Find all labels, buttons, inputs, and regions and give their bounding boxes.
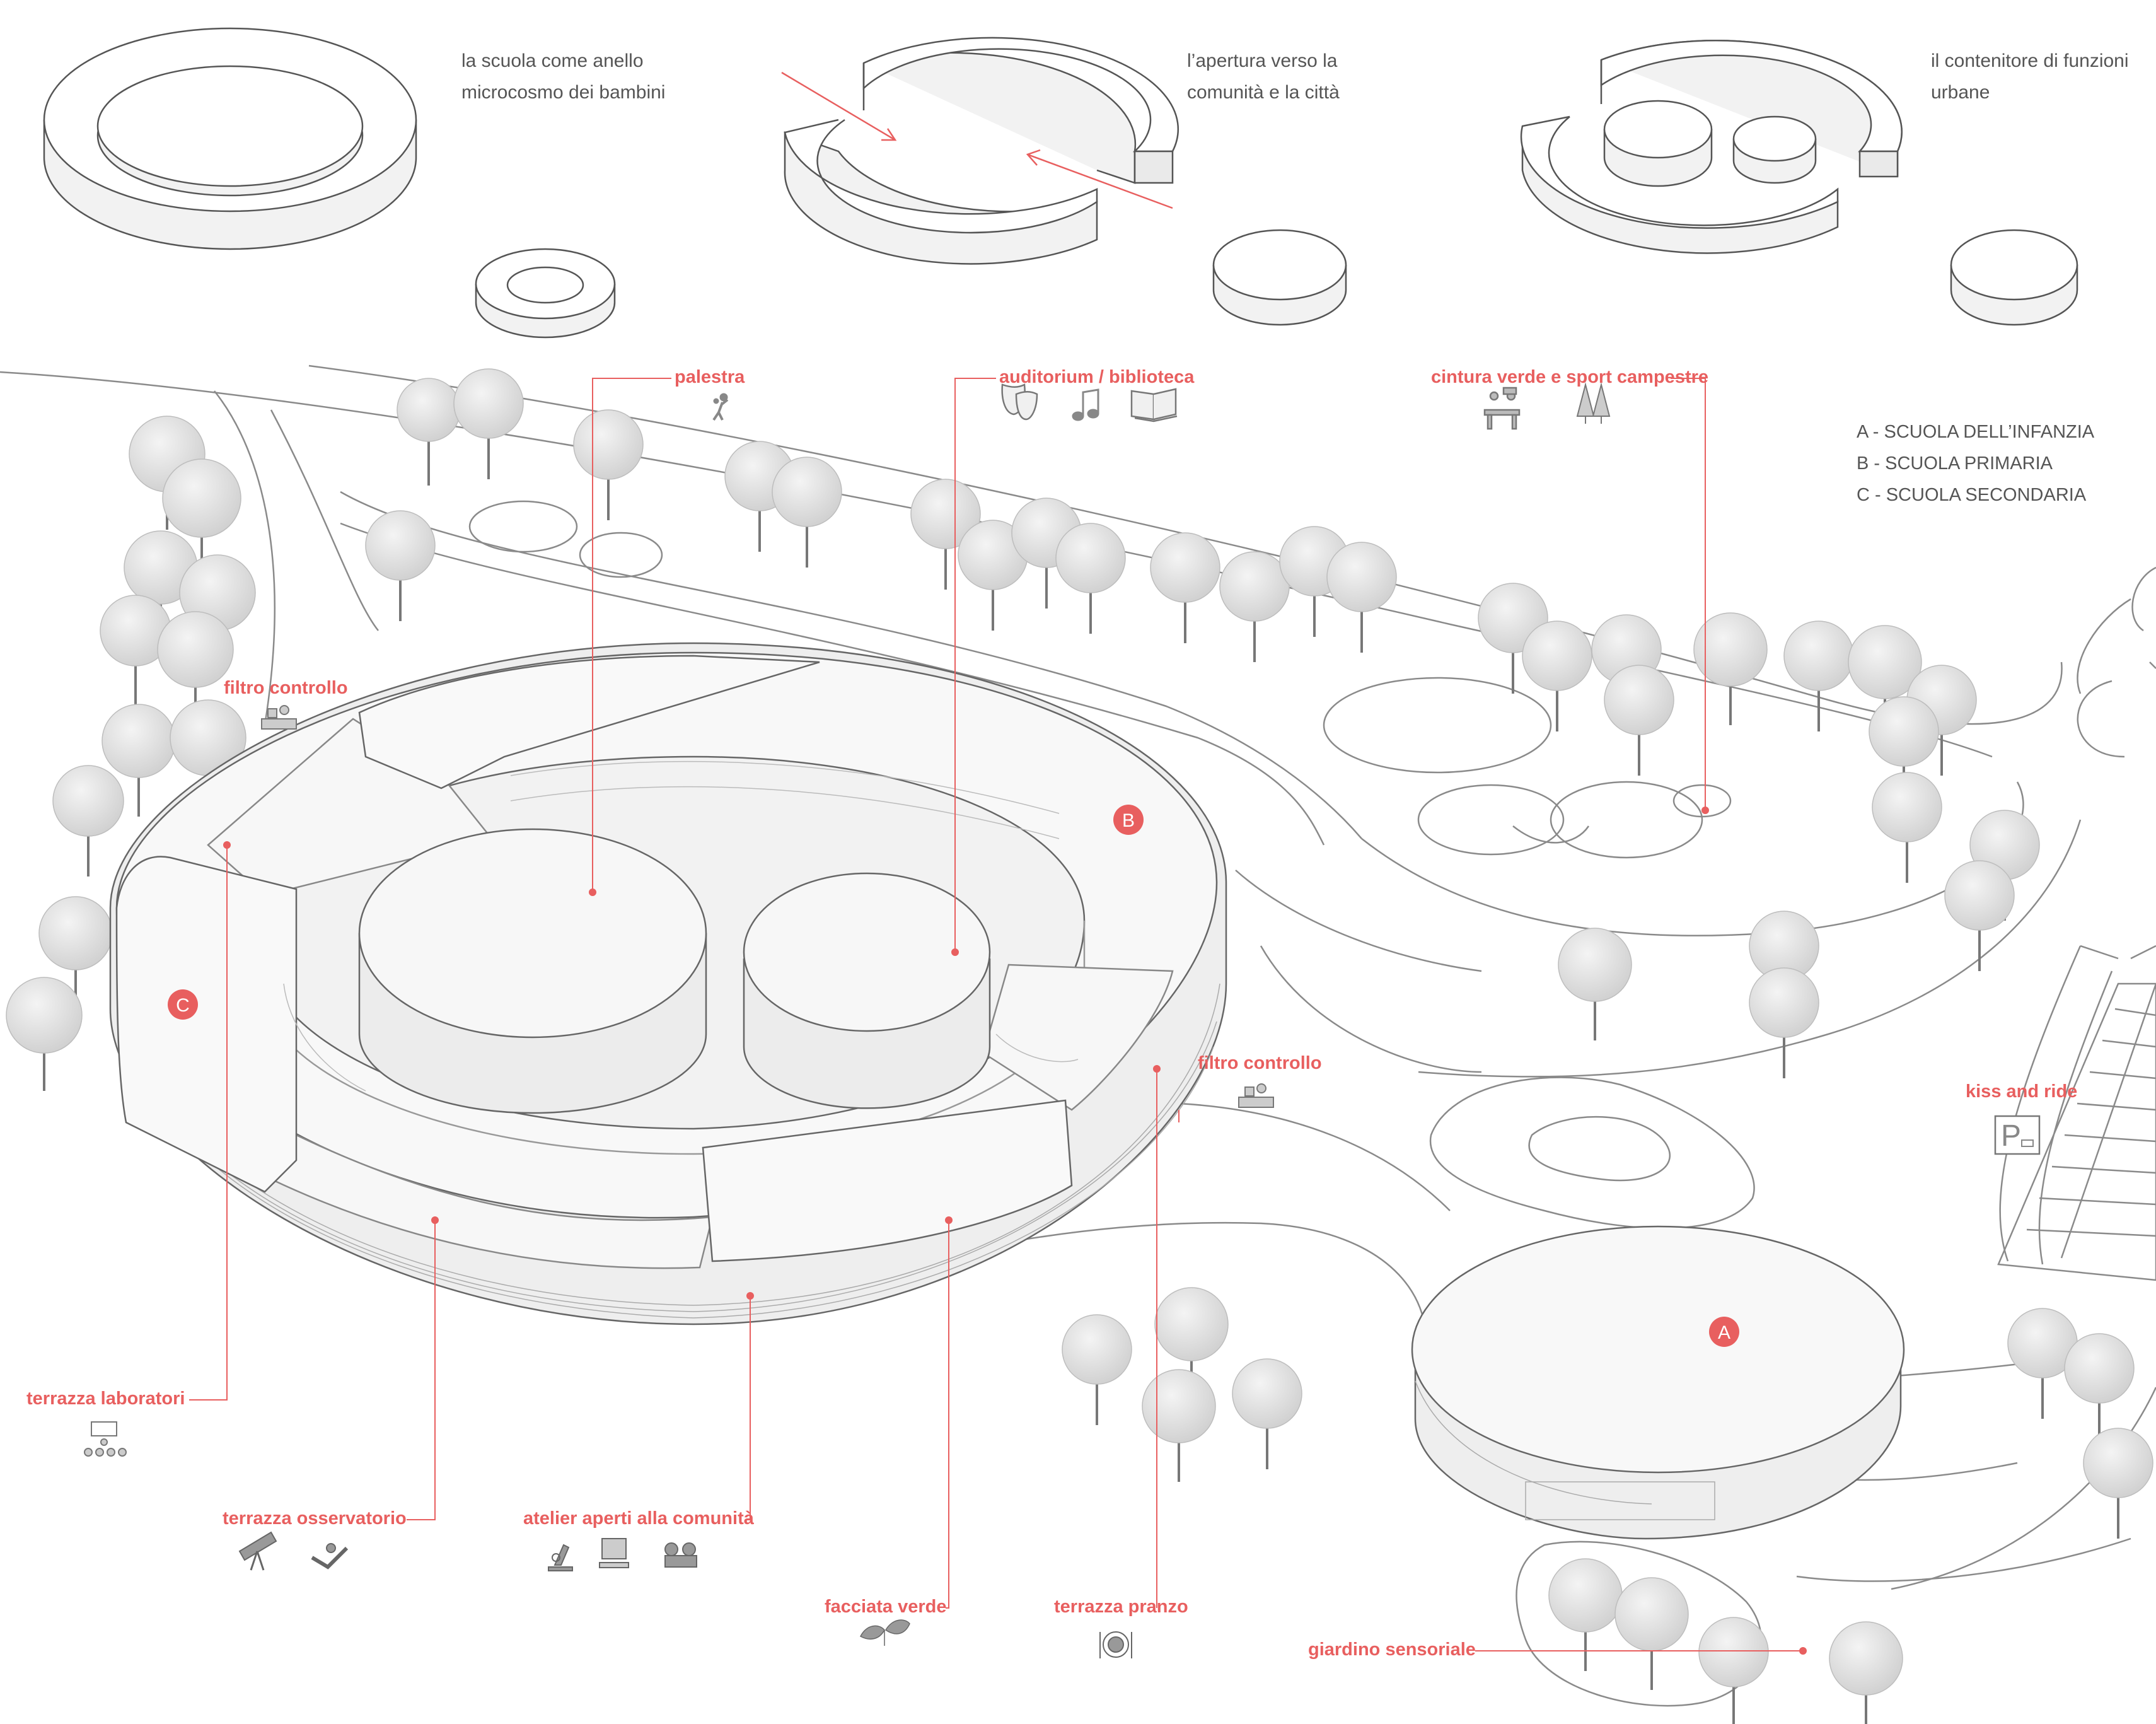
music-note-icon	[1072, 388, 1099, 421]
label-facciata-verde: facciata verde	[825, 1597, 947, 1617]
tree	[1604, 665, 1674, 776]
microscope-icon	[548, 1544, 573, 1571]
tree	[397, 378, 461, 486]
concept-1-text: la scuola come anello microcosmo dei bam…	[461, 45, 665, 108]
trees	[6, 368, 2153, 1724]
concept-opening-diagram	[784, 37, 1347, 326]
tree	[1055, 523, 1126, 634]
concept-2-text: l’apertura verso la comunità e la città	[1187, 45, 1340, 108]
pine-trees-icon	[1576, 382, 1611, 424]
concept-2-line2: comunità e la città	[1187, 82, 1340, 103]
label-kiss-and-ride: kiss and ride	[1966, 1081, 2078, 1102]
concept-3-line1: il contenitore di funzioni	[1931, 50, 2129, 71]
stargazer-icon	[311, 1543, 349, 1570]
parking-sign-icon: P	[1994, 1115, 2041, 1155]
tree	[1548, 1558, 1623, 1671]
tree	[1698, 1617, 1769, 1724]
volleyball-player-icon	[712, 393, 729, 421]
label-terrazza-osservatorio: terrazza osservatorio	[223, 1508, 407, 1529]
concept-1-line1: la scuola come anello	[461, 50, 644, 71]
tree	[1944, 860, 2015, 971]
tree	[6, 977, 83, 1091]
marker-a: A	[1709, 1317, 1739, 1347]
label-filtro-controllo-2: filtro controllo	[1198, 1053, 1322, 1073]
label-atelier: atelier aperti alla comunità	[523, 1508, 754, 1529]
label-terrazza-laboratori: terrazza laboratori	[26, 1389, 185, 1409]
classroom-icon	[84, 1421, 127, 1457]
tree	[1232, 1358, 1302, 1469]
tree	[1142, 1369, 1216, 1482]
tree	[772, 457, 842, 568]
tree	[1872, 772, 1942, 883]
leader-lines	[189, 378, 1807, 1655]
tree	[1783, 620, 1854, 731]
marker-a-text: A	[1718, 1322, 1730, 1343]
tree	[1062, 1314, 1132, 1425]
school-legend: A - SCUOLA DELL’INFANZIA B - SCUOLA PRIM…	[1857, 416, 2094, 511]
tree	[573, 409, 644, 520]
arrows-opening	[781, 71, 1173, 209]
label-giardino-sensoriale: giardino sensoriale	[1308, 1640, 1476, 1660]
reception-desk-icon	[261, 705, 297, 730]
tree	[2064, 1333, 2135, 1444]
concept-3-text: il contenitore di funzioni urbane	[1931, 45, 2129, 108]
concept-container-diagram	[1520, 39, 2078, 326]
book-icon	[1130, 388, 1178, 422]
plate-icon	[1099, 1631, 1132, 1658]
label-cintura-verde: cintura verde e sport campestre	[1431, 367, 1709, 387]
concept-3-line2: urbane	[1931, 82, 1990, 103]
parking-lot	[1997, 945, 2156, 1281]
concept-2-line1: l’apertura verso la	[1187, 50, 1338, 71]
tree	[1522, 620, 1592, 731]
projector-icon	[664, 1542, 697, 1568]
parking-sign-text: P	[2001, 1119, 2021, 1153]
marker-b: B	[1113, 805, 1144, 835]
tree	[453, 368, 524, 479]
marker-c-text: C	[176, 995, 190, 1016]
tree	[52, 765, 124, 877]
legend-item-a: A - SCUOLA DELL’INFANZIA	[1857, 422, 2095, 442]
leaves-icon	[860, 1619, 910, 1646]
main-school-building	[109, 642, 1227, 1325]
tree	[1558, 928, 1632, 1040]
marker-b-text: B	[1122, 810, 1135, 831]
tree	[1829, 1621, 1903, 1724]
site-paths	[0, 364, 2156, 1707]
label-auditorium: auditorium / biblioteca	[999, 367, 1195, 387]
label-palestra: palestra	[675, 367, 745, 387]
label-filtro-controllo-1: filtro controllo	[224, 678, 348, 698]
concept-ring-diagram	[43, 27, 616, 339]
tree	[1614, 1577, 1689, 1690]
legend-item-b: B - SCUOLA PRIMARIA	[1857, 453, 2053, 474]
tree	[910, 479, 981, 590]
reception-desk-icon	[1238, 1083, 1274, 1108]
tree	[365, 510, 436, 621]
tree	[1326, 542, 1397, 653]
tree	[162, 458, 241, 574]
label-terrazza-pranzo: terrazza pranzo	[1054, 1597, 1188, 1617]
tree	[1749, 967, 1819, 1078]
picnic-table-icon	[1483, 387, 1521, 430]
concept-1-line2: microcosmo dei bambini	[461, 82, 666, 103]
legend-item-c: C - SCUOLA SECONDARIA	[1857, 485, 2087, 505]
tree	[1693, 612, 1768, 725]
kindergarten-building	[1411, 1225, 1905, 1540]
tree	[2083, 1428, 2153, 1539]
marker-c: C	[168, 989, 198, 1020]
telescope-icon	[238, 1531, 277, 1571]
tree	[1150, 532, 1220, 643]
theatre-masks-icon	[1001, 383, 1038, 421]
computer-icon	[599, 1538, 629, 1568]
tree	[1219, 551, 1290, 662]
tree	[1869, 696, 1939, 807]
